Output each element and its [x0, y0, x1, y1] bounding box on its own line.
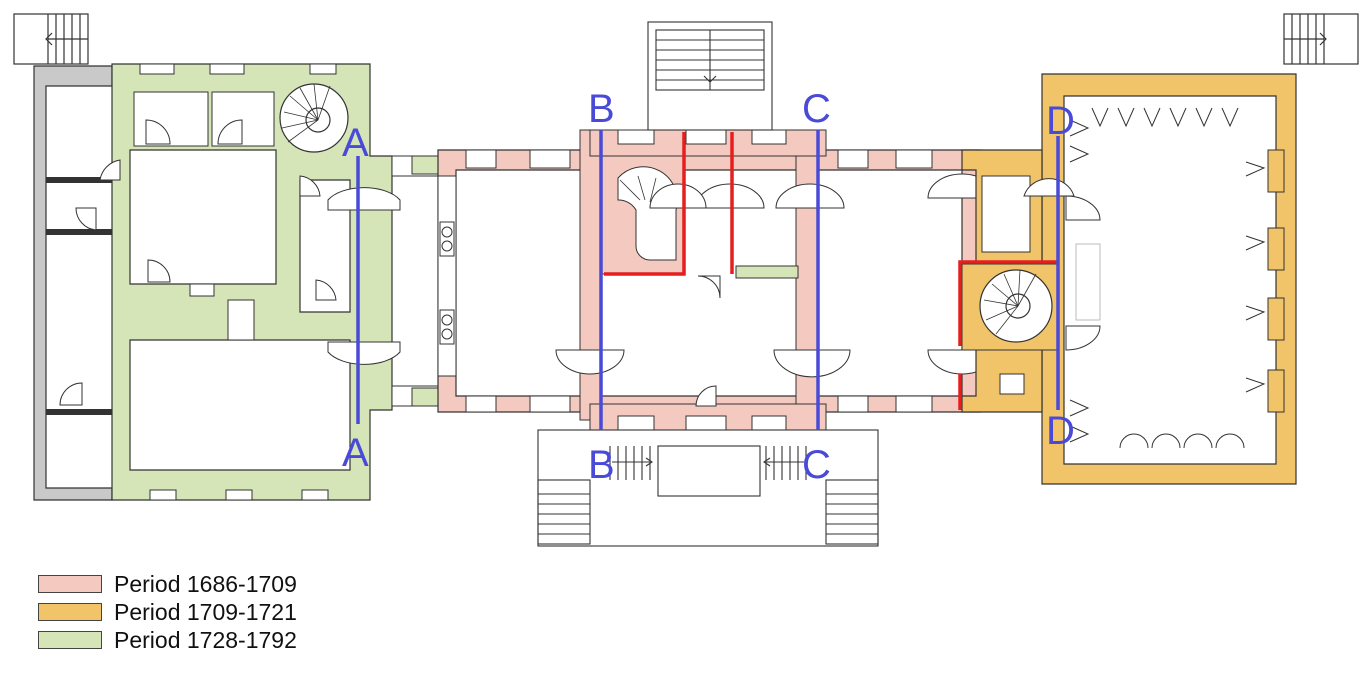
east-wing-1709	[958, 73, 1297, 485]
section-label-d-bottom: D	[1046, 409, 1075, 453]
west-wing-1728	[59, 63, 393, 501]
section-lines	[356, 130, 1060, 430]
stair-icon-top-left	[13, 13, 89, 65]
stair-icon-top-right	[1283, 13, 1359, 65]
south-stair	[537, 429, 879, 547]
section-label-a-top: A	[342, 121, 369, 165]
legend-label-1686: Period 1686-1709	[114, 571, 297, 597]
section-label-d-top: D	[1046, 99, 1075, 143]
legend-swatch-1709	[38, 603, 102, 621]
later-wing	[33, 65, 113, 501]
north-stair	[647, 21, 773, 131]
legend-item-1709: Period 1709-1721	[38, 598, 297, 626]
central-block-1686	[437, 129, 997, 431]
legend-swatch-1686	[38, 575, 102, 593]
floor-plan: A A B B C C D D	[13, 13, 1359, 547]
legend-label-1709: Period 1709-1721	[114, 599, 297, 625]
gallery-west	[327, 155, 439, 407]
section-label-b-top: B	[588, 87, 615, 131]
legend: Period 1686-1709 Period 1709-1721 Period…	[38, 570, 297, 654]
section-label-a-bottom: A	[342, 431, 369, 475]
section-label-c-top: C	[802, 87, 831, 131]
section-label-b-bottom: B	[588, 443, 615, 487]
section-label-c-bottom: C	[802, 443, 831, 487]
legend-item-1728: Period 1728-1792	[38, 626, 297, 654]
legend-item-1686: Period 1686-1709	[38, 570, 297, 598]
legend-swatch-1728	[38, 631, 102, 649]
legend-label-1728: Period 1728-1792	[114, 627, 297, 653]
